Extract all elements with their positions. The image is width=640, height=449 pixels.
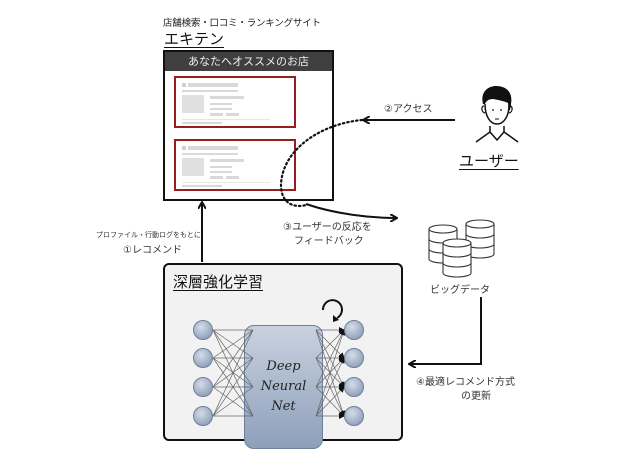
card-subtitle-placeholder xyxy=(182,153,238,155)
database-icon xyxy=(428,219,495,278)
feedback-arrow xyxy=(305,203,396,218)
site-subtitle: 店舗検索・口コミ・ランキングサイト xyxy=(163,18,321,29)
browser-header: あなたへオススメのお店 xyxy=(165,52,332,71)
card-thumbnail xyxy=(182,95,204,113)
dnn-label-line: Net xyxy=(271,399,296,414)
output-node xyxy=(344,348,364,368)
step2-label: ②アクセス xyxy=(384,104,433,115)
network-edges xyxy=(212,327,346,419)
dnn-label-line: Neural xyxy=(260,379,307,394)
drl-title: 深層強化学習 xyxy=(173,273,264,291)
input-edge xyxy=(212,386,254,417)
card-tag-placeholder xyxy=(226,176,239,179)
recommended-shop-card-2[interactable] xyxy=(174,139,296,191)
refresh-loop-icon xyxy=(321,299,343,322)
input-node xyxy=(193,406,213,426)
input-edge xyxy=(212,329,254,388)
output-edge xyxy=(315,329,345,388)
card-rating-placeholder xyxy=(210,159,244,162)
input-node xyxy=(193,348,213,368)
card-rating-placeholder xyxy=(210,96,244,99)
dnn-label-line: Deep xyxy=(266,359,301,374)
card-icon xyxy=(182,146,186,150)
card-divider xyxy=(182,182,270,183)
card-text-placeholder xyxy=(210,171,232,173)
card-footer-placeholder xyxy=(182,185,222,187)
step4-label-line1: ④最適レコメンド方式 xyxy=(416,377,515,388)
output-edge xyxy=(315,386,345,417)
card-tag-placeholder xyxy=(210,176,223,179)
step4-label-line2: の更新 xyxy=(461,391,491,402)
card-tag-placeholder xyxy=(226,113,239,116)
card-title-placeholder xyxy=(188,146,238,150)
output-node xyxy=(344,377,364,397)
recommended-shop-card-1[interactable] xyxy=(174,76,296,128)
browser-window: あなたへオススメのお店 xyxy=(163,50,334,201)
input-edge xyxy=(212,357,254,417)
update-arrow xyxy=(410,297,482,364)
output-node xyxy=(344,320,364,340)
step1-label: ①レコメンド xyxy=(123,245,182,256)
input-edge xyxy=(212,329,254,359)
dotted-access-path xyxy=(279,118,364,208)
card-divider xyxy=(182,119,270,120)
card-icon xyxy=(182,83,186,87)
step3-label-line1: ③ユーザーの反応を xyxy=(283,222,372,233)
step3-label-line2: フィードバック xyxy=(294,236,364,247)
card-footer-placeholder xyxy=(182,122,222,124)
card-title-placeholder xyxy=(188,83,238,87)
input-edge xyxy=(212,329,254,417)
card-text-placeholder xyxy=(210,166,232,168)
output-edge xyxy=(315,357,345,417)
step1-note: プロファイル・行動ログをもとに xyxy=(96,231,201,239)
network-nodes xyxy=(193,320,364,426)
input-node xyxy=(193,377,213,397)
output-edge xyxy=(315,329,346,417)
card-subtitle-placeholder xyxy=(182,90,238,92)
output-node xyxy=(344,406,364,426)
user-label: ユーザー xyxy=(459,152,519,170)
card-text-placeholder xyxy=(210,103,232,105)
card-thumbnail xyxy=(182,158,204,176)
card-text-placeholder xyxy=(210,108,232,110)
big-data-label: ビッグデータ xyxy=(430,285,490,296)
site-name: エキテン xyxy=(164,30,225,48)
person-icon xyxy=(475,86,519,143)
input-node xyxy=(193,320,213,340)
card-tag-placeholder xyxy=(210,113,223,116)
